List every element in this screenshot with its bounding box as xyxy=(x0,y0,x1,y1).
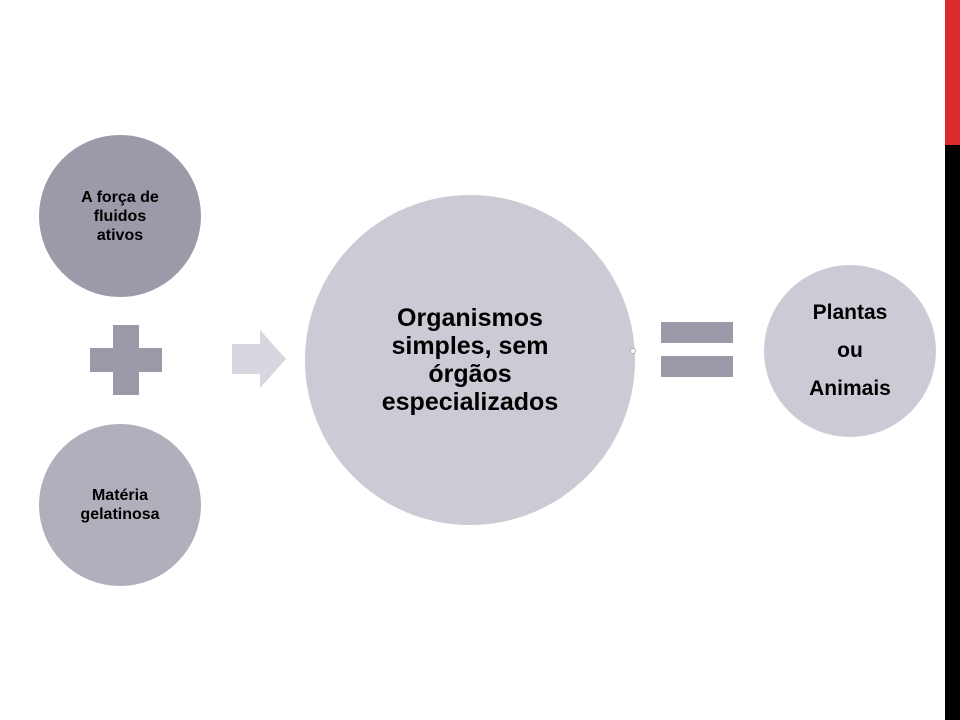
result-circle-plants-or-animals: Plantas ou Animais xyxy=(764,265,936,437)
plus-icon-bar xyxy=(90,348,162,372)
arrow-right-icon xyxy=(232,330,286,388)
center-circle-simple-organisms: Organismos simples, sem órgãos especiali… xyxy=(305,195,635,525)
input-circle-gelatinous-matter-label: Matéria gelatinosa xyxy=(80,487,160,523)
connector-dot xyxy=(630,348,636,354)
equals-icon xyxy=(661,322,733,343)
input-circle-fluid-force-label: A força de fluidos ativos xyxy=(81,188,159,244)
center-circle-label: Organismos simples, sem órgãos especiali… xyxy=(381,304,559,416)
accent-bar-black xyxy=(945,145,960,720)
input-circle-fluid-force: A força de fluidos ativos xyxy=(39,135,201,297)
result-circle-label: Plantas ou Animais xyxy=(809,301,891,400)
accent-bar-red xyxy=(945,0,960,145)
equals-icon-bar xyxy=(661,356,733,377)
input-circle-gelatinous-matter: Matéria gelatinosa xyxy=(39,424,201,586)
